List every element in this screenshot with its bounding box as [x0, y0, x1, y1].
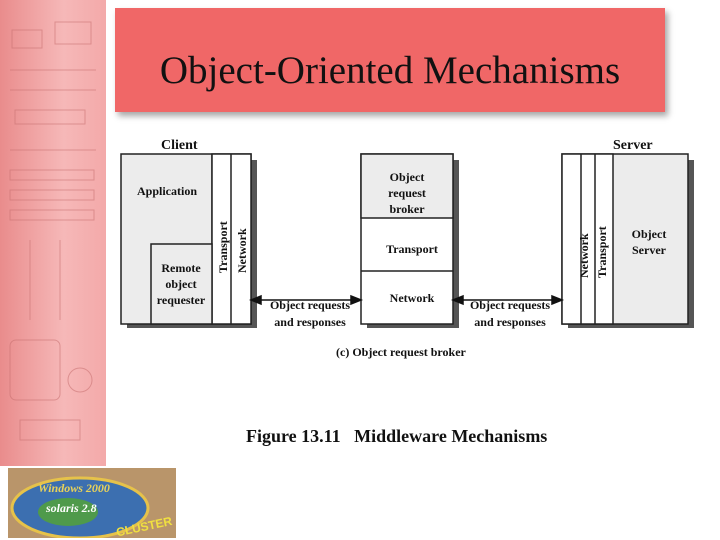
broker-line-3: broker [389, 202, 425, 216]
client-network-label: Network [235, 228, 249, 273]
slide-title: Object-Oriented Mechanisms [159, 49, 621, 92]
cluster-logo: Windows 2000 solaris 2.8 CLUSTER [8, 468, 176, 538]
requester-line-2: object [165, 277, 196, 291]
right-link-line-2: and responses [474, 315, 546, 329]
remote-object-requester-box [150, 243, 213, 325]
server-network-label: Network [577, 233, 591, 278]
broker-line-1: Object [390, 170, 425, 184]
logo-text-mid: solaris 2.8 [45, 501, 97, 515]
left-link-line-1: Object requests [270, 298, 350, 312]
figure-caption: Figure 13.11 Middleware Mechanisms [246, 426, 548, 446]
logo-text-top: Windows 2000 [38, 481, 110, 495]
client-header: Client [161, 138, 198, 153]
figure-subcaption: (c) Object request broker [336, 345, 467, 359]
broker-network-label: Network [390, 291, 435, 305]
broker-transport-label: Transport [386, 242, 438, 256]
right-link-line-1: Object requests [470, 298, 550, 312]
broker-orb-cell [360, 153, 454, 219]
left-link-line-2: and responses [274, 315, 346, 329]
object-server-line-1: Object [632, 227, 667, 241]
requester-line-1: Remote [161, 261, 201, 275]
object-server-line-2: Server [632, 243, 667, 257]
orb-diagram: Client Application Remote object request… [120, 138, 694, 359]
client-transport-label: Transport [216, 221, 230, 273]
requester-line-3: requester [157, 293, 206, 307]
server-header: Server [613, 138, 653, 153]
server-transport-label: Transport [595, 226, 609, 278]
side-strip-pattern [9, 21, 96, 441]
server-stack [561, 153, 614, 325]
client-application-label: Application [137, 184, 197, 198]
broker-line-2: request [388, 186, 426, 200]
decorative-side-strip [0, 0, 106, 466]
title-banner: Object-Oriented Mechanisms [115, 8, 665, 112]
